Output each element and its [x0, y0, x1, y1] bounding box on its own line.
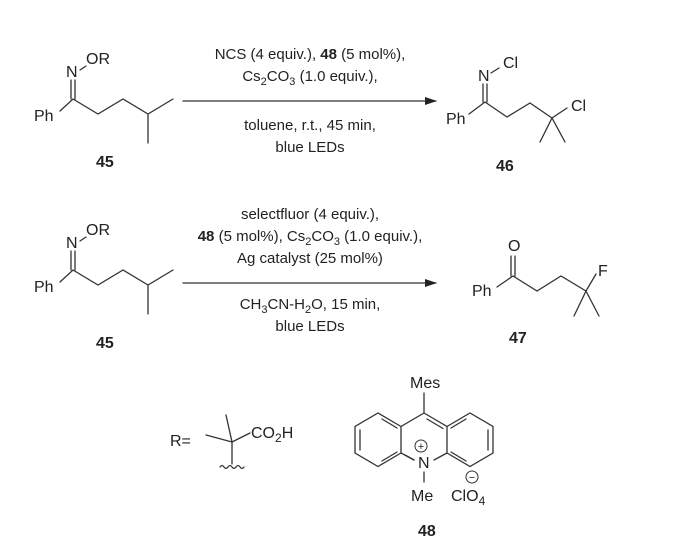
catalyst-48: Mes N + Me − ClO4 48 — [354, 375, 494, 540]
chain — [468, 101, 568, 143]
double-bond — [70, 250, 76, 271]
double-bond — [482, 83, 488, 103]
methyl-label: Me — [411, 488, 433, 505]
compound-label: 45 — [96, 154, 114, 171]
compound-label: 47 — [509, 330, 527, 347]
atom-ph: Ph — [34, 108, 54, 125]
double-bond — [359, 418, 398, 462]
plus-sign: + — [418, 441, 424, 453]
compound-label: 46 — [496, 158, 514, 175]
atom-ph: Ph — [472, 283, 492, 300]
chain — [496, 273, 600, 317]
acridine-right-ring — [446, 412, 494, 468]
condition-line: NCS (4 equiv.), 48 (5 mol%), — [215, 46, 406, 63]
chain — [59, 269, 174, 315]
reaction-arrow-2: selectfluor (4 equiv.), 48 (5 mol%), Cs2… — [182, 206, 437, 335]
atom-n: N — [66, 235, 78, 252]
atom-n: N — [418, 455, 430, 472]
condition-line: 48 (5 mol%), Cs2CO3 (1.0 equiv.), — [198, 228, 423, 248]
atom-cl: Cl — [503, 55, 518, 72]
condition-line: selectfluor (4 equiv.), — [241, 206, 379, 223]
atom-ph: Ph — [34, 279, 54, 296]
mes-label: Mes — [410, 375, 440, 392]
acridine-left-ring — [354, 412, 402, 468]
bond — [79, 236, 87, 242]
compound-45-bottom: N OR Ph 45 — [34, 222, 174, 352]
minus-charge-icon — [465, 470, 479, 484]
double-bond — [404, 418, 444, 461]
condition-line: blue LEDs — [275, 139, 344, 156]
bond — [490, 67, 500, 74]
atom-cl: Cl — [571, 98, 586, 115]
atom-or: OR — [86, 51, 110, 68]
atom-f: F — [598, 263, 608, 280]
atom-or: OR — [86, 222, 110, 239]
wavy-attachment-icon — [219, 464, 245, 470]
compound-label: 45 — [96, 335, 114, 352]
condition-line: blue LEDs — [275, 318, 344, 335]
compound-45-top: N OR Ph 45 — [34, 51, 174, 171]
compound-47: O Ph F 47 — [472, 238, 608, 347]
atom-o: O — [508, 238, 520, 255]
reaction-arrow-1: NCS (4 equiv.), 48 (5 mol%), Cs2CO3 (1.0… — [182, 46, 437, 156]
compound-label: 48 — [418, 523, 436, 540]
double-bond — [510, 255, 516, 277]
perchlorate: ClO4 — [451, 488, 486, 508]
condition-line: Cs2CO3 (1.0 equiv.), — [242, 68, 377, 88]
condition-line: toluene, r.t., 45 min, — [244, 117, 376, 134]
condition-line: Ag catalyst (25 mol%) — [237, 250, 383, 267]
condition-line: CH3CN-H2O, 15 min, — [240, 296, 381, 316]
carboxyl: CO2H — [251, 425, 293, 445]
chain — [59, 98, 174, 144]
atom-n: N — [66, 64, 78, 81]
r-group-definition: R= CO2H — [170, 414, 293, 470]
atom-n: N — [478, 68, 490, 85]
plus-charge-icon — [414, 439, 428, 453]
r-prefix: R= — [170, 433, 191, 450]
minus-sign: − — [469, 472, 475, 484]
double-bond — [450, 418, 489, 462]
bond — [79, 65, 87, 71]
atom-ph: Ph — [446, 111, 466, 128]
compound-46: N Cl Ph Cl 46 — [446, 55, 586, 175]
bonds — [205, 414, 251, 465]
double-bond — [70, 79, 76, 100]
